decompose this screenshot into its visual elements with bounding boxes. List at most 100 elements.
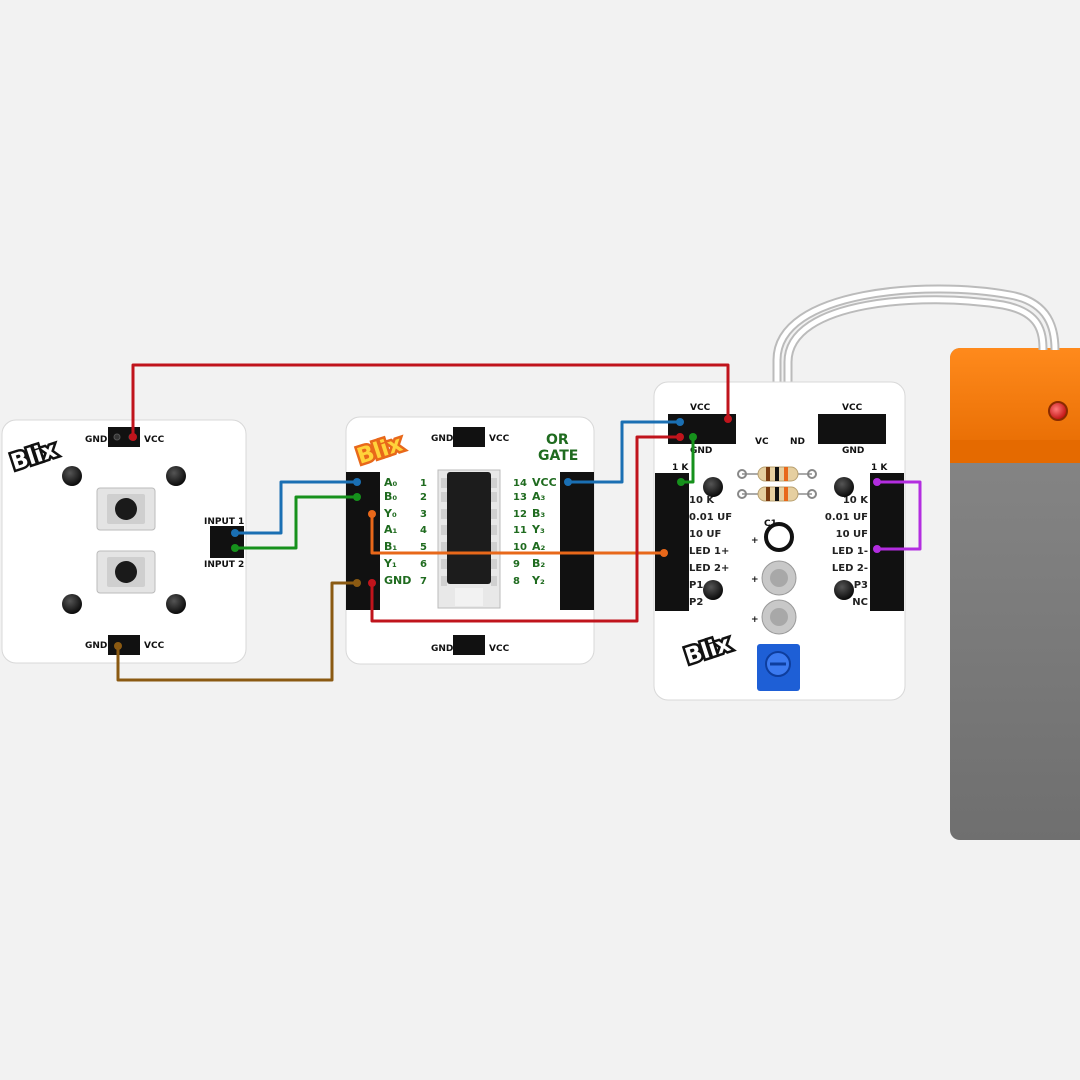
ic-pin-label: Y₀ — [383, 507, 397, 520]
ic-pin-label: Y₂ — [531, 574, 545, 587]
ic-pin-label: A₁ — [384, 523, 398, 536]
vcc-label: VCC — [489, 434, 510, 444]
vcc-label: VCC — [690, 403, 711, 413]
screw-icon — [166, 466, 186, 486]
potentiometer-knob[interactable] — [757, 644, 800, 691]
wire-red-ic-vcc — [370, 435, 680, 623]
capacitor-icon — [764, 522, 794, 552]
vcc-label: VCC — [842, 403, 863, 413]
ic-leg — [491, 525, 497, 535]
screw-icon — [166, 594, 186, 614]
led-pin-label: P2 — [689, 597, 703, 608]
ic-leg — [441, 509, 447, 519]
nd-label: ND — [790, 437, 805, 447]
gnd-label: GND — [690, 446, 712, 456]
led-pin-label: LED 1+ — [689, 546, 729, 557]
led-pin-label: LED 2+ — [689, 563, 729, 574]
ic-pin-number: 7 — [420, 576, 427, 587]
gnd-label: GND — [431, 434, 453, 444]
ic-leg — [491, 542, 497, 552]
right-pin-header[interactable] — [560, 472, 594, 610]
gnd-label: GND — [842, 446, 864, 456]
ic-pin-number: 1 — [420, 478, 427, 489]
led-board: VCC GND VCC GND VC ND 1 K 1 K 10 K0.01 U… — [653, 381, 906, 701]
led-pin-label: P3 — [854, 580, 868, 591]
screw-icon — [834, 580, 854, 600]
gate-title-line1: OR — [546, 432, 569, 448]
led-pin-label: LED 1- — [832, 546, 868, 557]
gnd-label: GND — [431, 644, 453, 654]
plus-label: + — [751, 575, 759, 585]
screw-icon — [703, 580, 723, 600]
resistor-icon — [737, 466, 817, 482]
wire-purple-led — [877, 480, 922, 551]
wire-blue-ic-vcc — [568, 420, 680, 484]
ic-pin-number: 2 — [420, 492, 427, 503]
plus-label: + — [751, 615, 759, 625]
power-header-bottom[interactable] — [108, 635, 140, 655]
ic-pin-number: 10 — [513, 542, 527, 553]
ic-pin-number: 8 — [513, 576, 520, 587]
ic-pin-number: 4 — [420, 525, 427, 536]
wire-green-input2 — [235, 495, 357, 550]
ic-pin-number: 9 — [513, 559, 520, 570]
left-pin-header[interactable] — [346, 472, 380, 610]
screw-icon — [62, 594, 82, 614]
gnd-label: GND — [85, 435, 107, 445]
battery-led — [1048, 401, 1068, 421]
ic-pin-label: GND — [384, 574, 411, 587]
ic-pin-number: 3 — [420, 509, 427, 520]
push-button-1[interactable] — [96, 487, 156, 531]
input1-label: INPUT 1 — [204, 517, 244, 527]
ic-pin-number: 14 — [513, 478, 527, 489]
ic-leg — [491, 509, 497, 519]
power-header-top[interactable] — [453, 427, 485, 447]
led-pin-label: 10 K — [689, 495, 715, 506]
ic-leg — [441, 525, 447, 535]
power-header-bottom[interactable] — [453, 635, 485, 655]
gnd-label: GND — [85, 641, 107, 651]
wire-red-vcc — [131, 363, 730, 437]
wire-orange-y0 — [370, 514, 664, 555]
screw-icon — [703, 477, 723, 497]
ic-pin-label: Y₃ — [531, 523, 545, 536]
led-pin-label: 10 UF — [689, 529, 721, 540]
led-pin-label: 10 UF — [836, 529, 868, 540]
ic-pin-label: A₀ — [384, 476, 398, 489]
vcc-label: VCC — [144, 435, 165, 445]
ic-pin-label: B₀ — [384, 490, 397, 503]
ic-leg — [491, 576, 497, 586]
led-pin-label: 0.01 UF — [825, 512, 868, 523]
ic-leg — [441, 576, 447, 586]
header-label: 1 K — [871, 463, 888, 473]
input2-label: INPUT 2 — [204, 560, 244, 570]
ic-leg — [441, 542, 447, 552]
ic-leg — [491, 492, 497, 502]
screw-icon — [62, 466, 82, 486]
ic-pin-label: B₃ — [532, 507, 545, 520]
c1-label: C1 — [764, 519, 777, 529]
vcc-gnd-header-right[interactable] — [818, 414, 886, 444]
ic-pin-number: 6 — [420, 559, 427, 570]
wire-brown-gnd — [116, 581, 357, 682]
gate-title-line2: GATE — [538, 448, 578, 464]
ic-pin-label: VCC — [532, 476, 557, 489]
ic-pin-label: B₁ — [384, 540, 397, 553]
switch-board: GND VCC Blix Blix INPUT 1 INPUT 2 GND VC… — [1, 419, 247, 664]
led-pin-label: NC — [852, 597, 868, 608]
wire-blue-input1 — [235, 480, 357, 535]
led-pin-label: 10 K — [843, 495, 869, 506]
left-pin-header[interactable] — [655, 473, 689, 611]
battery-pack — [950, 348, 1080, 840]
ic-pin-number: 12 — [513, 509, 527, 520]
vcc-label: VCC — [144, 641, 165, 651]
plus-label: + — [751, 536, 759, 546]
ic-leg — [441, 559, 447, 569]
push-button-2[interactable] — [96, 550, 156, 594]
led-pin-label: P1 — [689, 580, 703, 591]
input-header[interactable] — [210, 526, 244, 558]
right-pin-header[interactable] — [870, 473, 904, 611]
screw-icon — [834, 477, 854, 497]
